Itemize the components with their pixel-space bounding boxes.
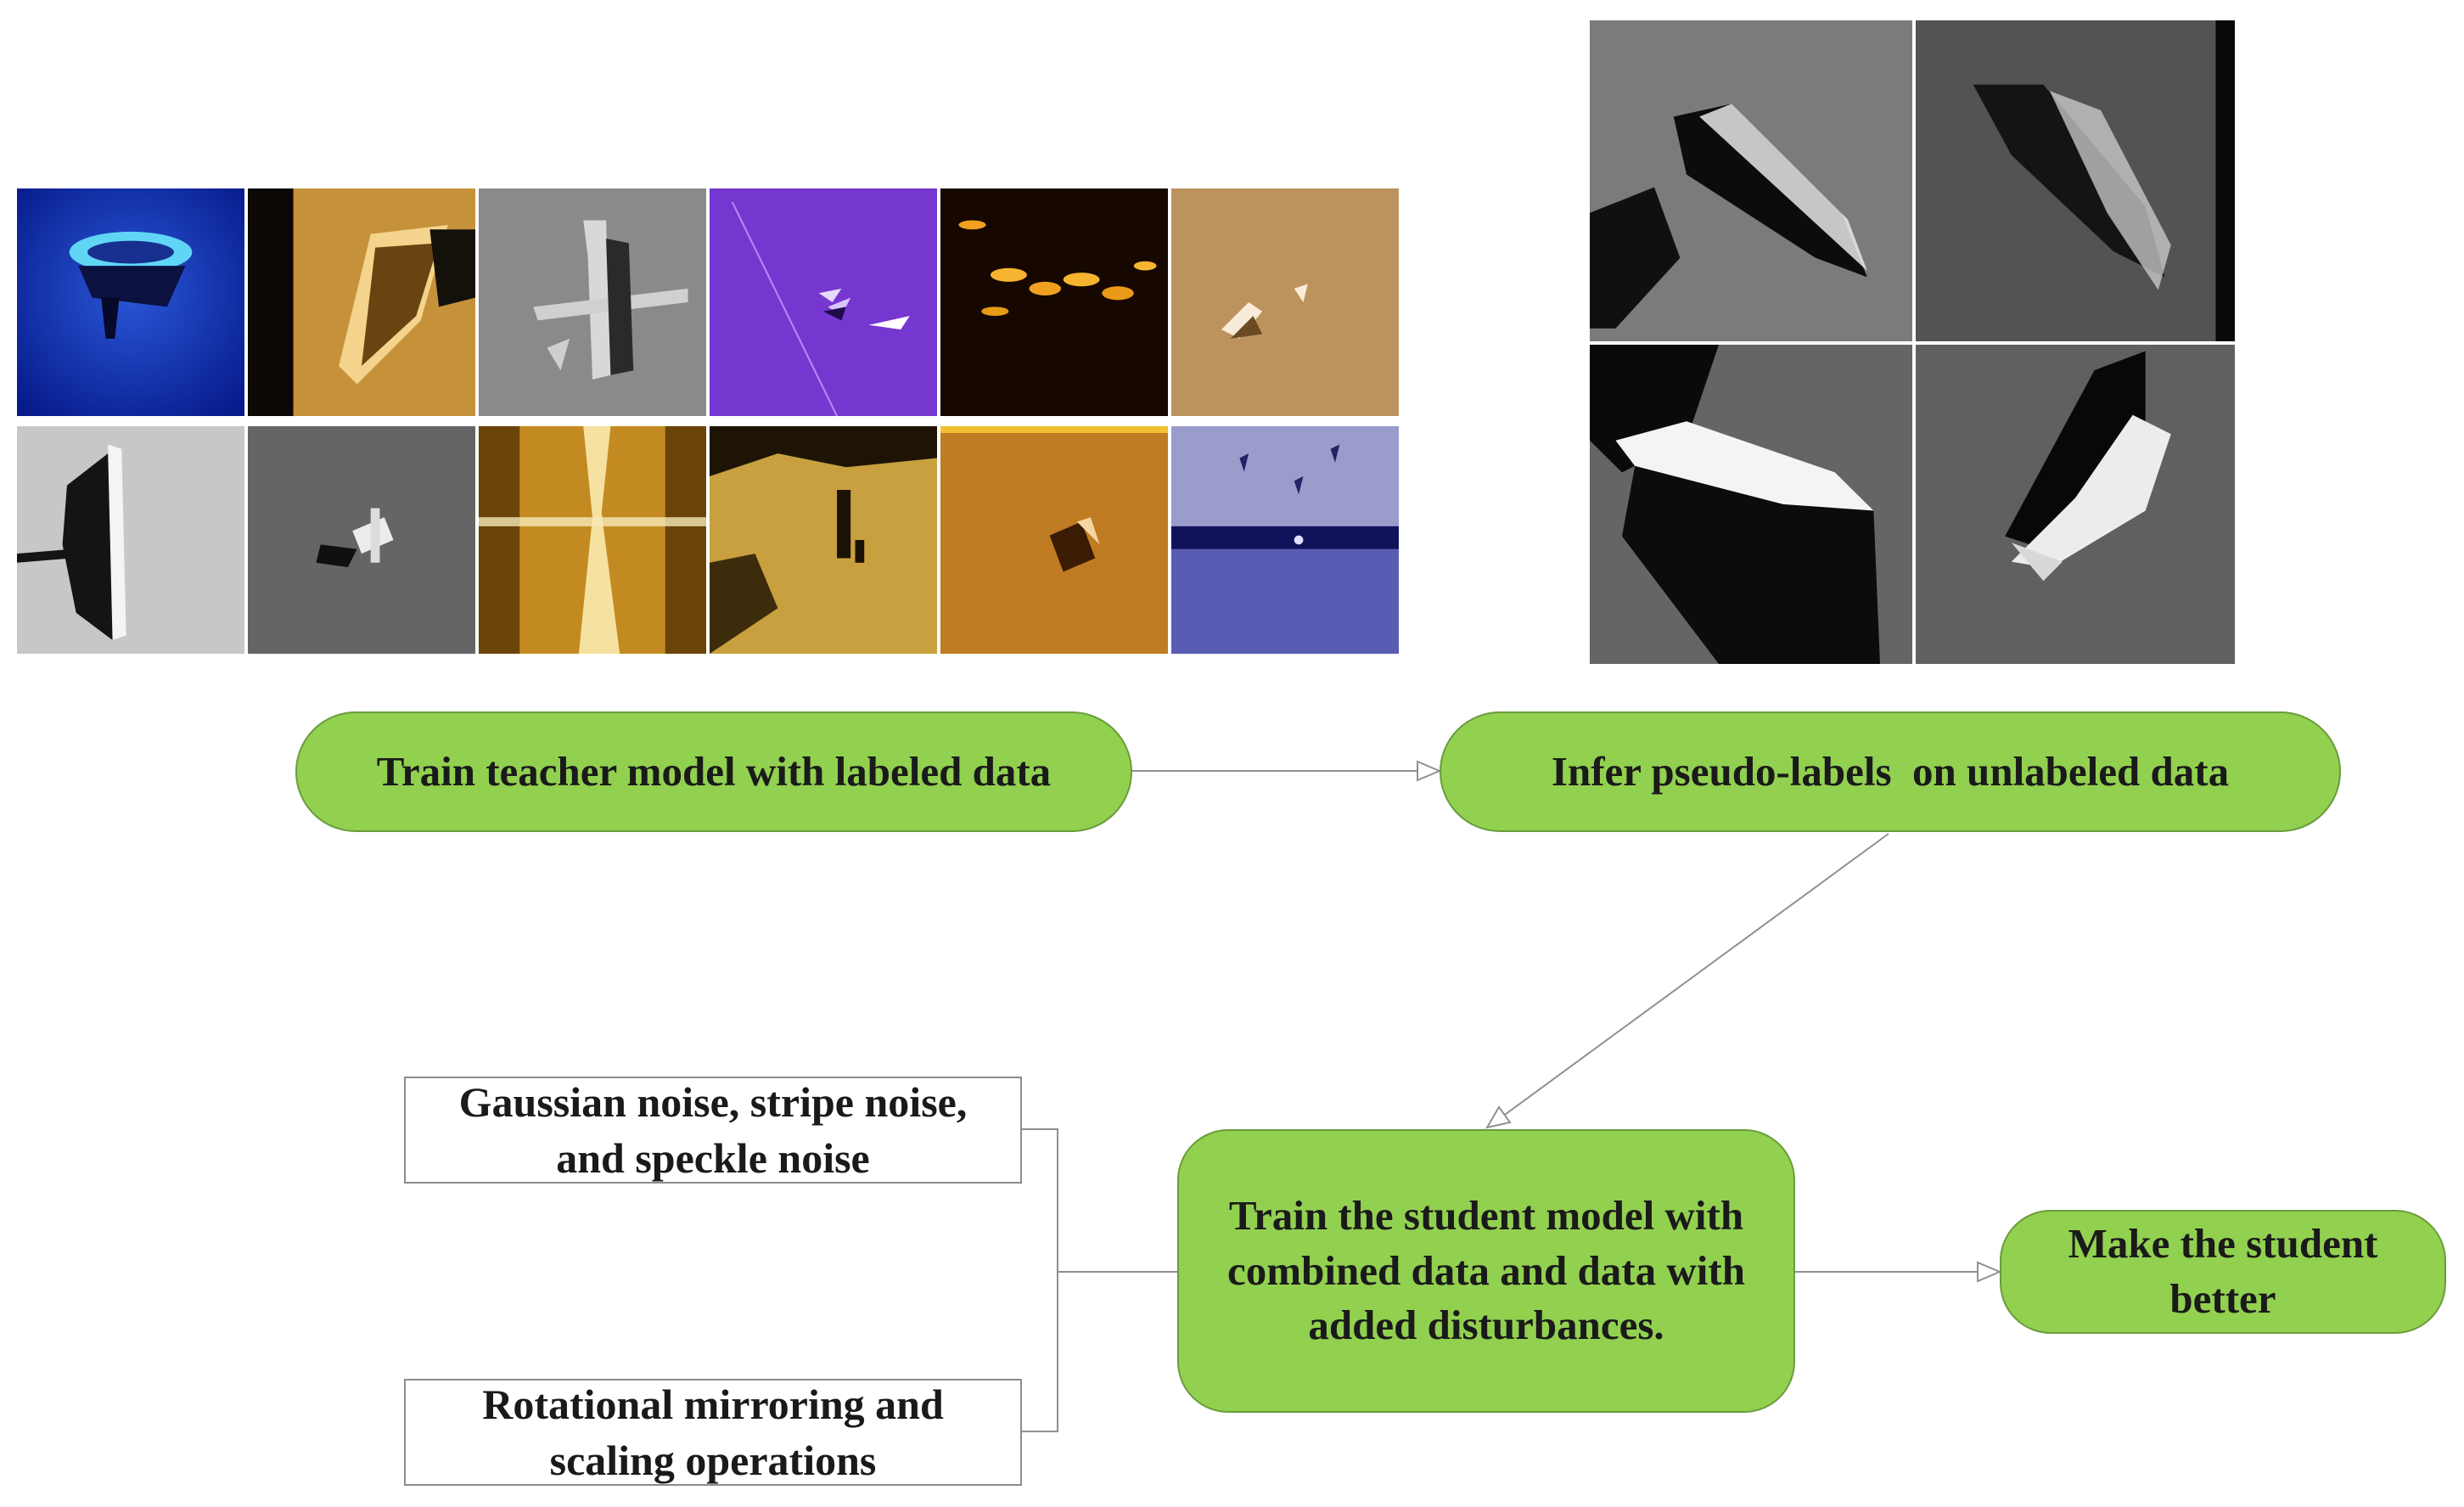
labeled-sample-tile (248, 188, 475, 416)
labeled-sample-tile (940, 188, 1168, 416)
bracket-disturbances (1022, 1128, 1058, 1432)
labeled-sample-tile (710, 426, 937, 654)
unlabeled-sample-tile (1916, 20, 2235, 341)
labeled-sample-tile (479, 426, 706, 654)
step-make-student-better: Make the student better (2000, 1210, 2446, 1334)
labeled-sample-tile (940, 426, 1168, 654)
unlabeled-sample-tile (1916, 345, 2235, 664)
step-label: Train teacher model with labeled data (376, 747, 1052, 795)
noise-disturbance-box: Gaussian noise, stripe noise, and speckl… (404, 1077, 1022, 1184)
box-label: Gaussian noise, stripe noise, and speckl… (458, 1078, 968, 1182)
labeled-sample-tile (248, 426, 475, 654)
arrowhead (1977, 1261, 2002, 1283)
box-label: Rotational mirroring and scaling operati… (482, 1380, 944, 1484)
labeled-sample-tile (17, 426, 244, 654)
labeled-sample-tile (1171, 426, 1399, 654)
arrowhead (1417, 760, 1442, 782)
step-infer-pseudo-labels: Infer pseudo-labels on unlabeled data (1440, 711, 2341, 832)
labeled-sample-tile (1171, 188, 1399, 416)
step-label: Infer pseudo-labels on unlabeled data (1551, 747, 2230, 795)
step-train-student: Train the student model with combined da… (1177, 1129, 1795, 1413)
arrowhead (1485, 1105, 1512, 1129)
labeled-sample-tile (479, 188, 706, 416)
labeled-sample-tile (17, 188, 244, 416)
unlabeled-sample-tile (1590, 345, 1912, 664)
step-train-teacher: Train teacher model with labeled data (295, 711, 1132, 832)
step-label: Train the student model with combined da… (1227, 1191, 1745, 1349)
geometric-disturbance-box: Rotational mirroring and scaling operati… (404, 1379, 1022, 1486)
unlabeled-sample-tile (1590, 20, 1912, 341)
step-label: Make the student better (2068, 1220, 2378, 1322)
labeled-sample-tile (710, 188, 937, 416)
arrow-infer-to-student (1498, 833, 1889, 1120)
